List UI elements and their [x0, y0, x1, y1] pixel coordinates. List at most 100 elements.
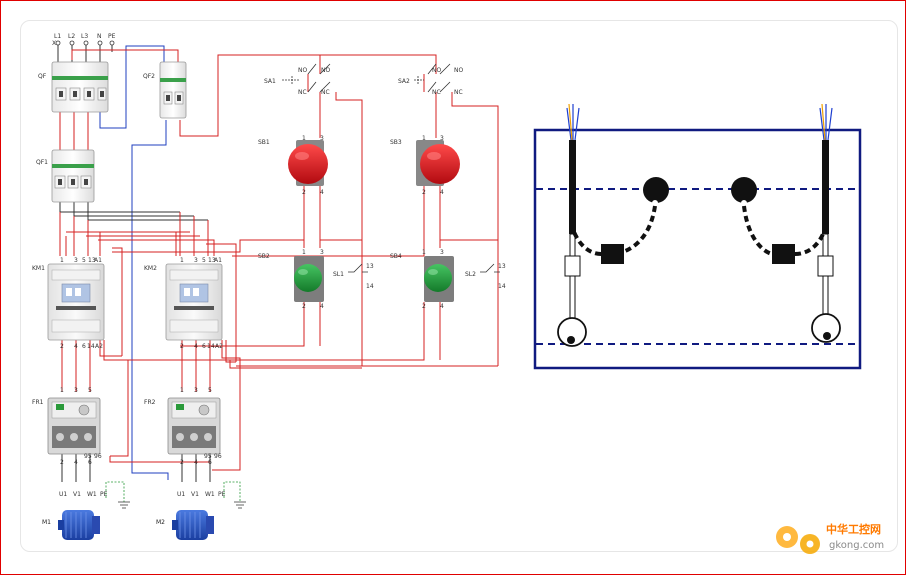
phase-label-l3: L3 [81, 33, 88, 40]
thermal-relay-fr2: 1 3 5 2 4 6 95 96 FR2 [144, 387, 222, 466]
float-switch-sl2: SL2 13 14 [465, 263, 506, 290]
button-sb1-label: SB1 [258, 139, 270, 146]
button-sb1: SB1 1 3 2 4 [258, 135, 328, 196]
fr1-terminal-95: 95 [84, 453, 92, 460]
start-button-green-icon [424, 264, 452, 292]
motor-m2-label: M2 [156, 519, 165, 526]
terminal-l3 [83, 40, 89, 46]
thermal-relay-fr2-label: FR2 [144, 399, 156, 406]
m2-terminal-v1: V1 [191, 491, 199, 498]
fr2-terminal-96: 96 [214, 453, 222, 460]
contactor-km1: 1 3 5 13 A1 2 4 6 14 A2 KM1 [32, 257, 105, 350]
fr2-terminal-3: 3 [194, 387, 198, 394]
km2-terminal-4: 4 [194, 343, 198, 350]
terminal-n [97, 40, 103, 46]
thermal-relay-fr1-label: FR1 [32, 399, 44, 406]
fr1-terminal-6: 6 [88, 459, 92, 466]
terminal-l1 [55, 40, 61, 46]
supply-x-marker: X [52, 40, 56, 47]
left-level-probe [557, 103, 669, 347]
contactor-km2-label: KM2 [144, 265, 157, 272]
km1-terminal-1: 1 [60, 257, 64, 264]
phase-label-l1: L1 [54, 33, 61, 40]
sb2-terminal-1: 1 [302, 249, 306, 256]
power-wiring [57, 45, 498, 482]
phase-label-pe: PE [108, 33, 116, 40]
sa2-nc-2: NC [454, 89, 463, 96]
fr1-terminal-5: 5 [88, 387, 92, 394]
fr1-terminal-2: 2 [60, 459, 64, 466]
float-ball-left-icon [643, 177, 669, 203]
m1-terminal-pe: PE [100, 491, 108, 498]
km2-terminal-1: 1 [180, 257, 184, 264]
switch-sa2-label: SA2 [398, 78, 410, 85]
km2-terminal-6: 6 [202, 343, 206, 350]
fr1-terminal-3: 3 [74, 387, 78, 394]
km1-terminal-2: 2 [60, 343, 64, 350]
button-sb3-label: SB3 [390, 139, 402, 146]
fr2-terminal-1: 1 [180, 387, 184, 394]
float-switch-sl2-label: SL2 [465, 271, 476, 278]
stop-button-red-icon [288, 144, 328, 184]
km1-coil-a1: A1 [94, 257, 102, 264]
m1-terminal-u1: U1 [59, 491, 67, 498]
watermark-text-cn: 中华工控网 [826, 522, 881, 536]
start-button-green-icon [294, 264, 322, 292]
right-level-probe [731, 103, 841, 343]
fr2-terminal-6: 6 [208, 459, 212, 466]
counterweight-right [772, 244, 795, 264]
watermark-logo: 中华工控网 gkong.com [776, 522, 884, 554]
sb3-terminal-2: 2 [422, 189, 426, 196]
contactor-km1-label: KM1 [32, 265, 45, 272]
motor-m1-label: M1 [42, 519, 51, 526]
fr2-terminal-4: 4 [194, 459, 198, 466]
sa1-nc-1: NC [298, 89, 307, 96]
sb4-terminal-2: 2 [422, 303, 426, 310]
km2-terminal-14: 14 [207, 343, 215, 350]
breaker-qf1: QF1 [36, 149, 95, 203]
button-sb2-label: SB2 [258, 253, 270, 260]
thermal-relay-fr1: 1 3 5 2 4 6 95 96 FR1 [32, 387, 102, 466]
power-supply: L1 L2 L3 N PE X [52, 33, 116, 47]
sb1-terminal-2: 2 [302, 189, 306, 196]
m2-terminal-u1: U1 [177, 491, 185, 498]
sb3-terminal-4: 4 [440, 189, 444, 196]
sb3-terminal-1: 1 [422, 135, 426, 142]
motor-m2: U1 V1 W1 PE M2 [156, 481, 246, 540]
water-tank-diagram [533, 103, 862, 370]
breaker-qf2: QF2 [143, 61, 187, 119]
sa1-no-2: NO [321, 67, 330, 74]
m1-terminal-w1: W1 [87, 491, 97, 498]
km1-terminal-6: 6 [82, 343, 86, 350]
m2-terminal-w1: W1 [205, 491, 215, 498]
switch-sa1: SA1 NO NO NC NC [264, 63, 330, 96]
button-sb2: SB2 1 3 2 4 [258, 249, 324, 310]
km2-coil-a2: A2 [215, 343, 223, 350]
sl2-terminal-13: 13 [498, 263, 506, 270]
sb2-terminal-4: 4 [320, 303, 324, 310]
m1-terminal-v1: V1 [73, 491, 81, 498]
m2-terminal-pe: PE [218, 491, 226, 498]
sa1-nc-2: NC [321, 89, 330, 96]
sl1-terminal-13: 13 [366, 263, 374, 270]
km1-terminal-4: 4 [74, 343, 78, 350]
km2-terminal-13: 13 [208, 257, 216, 264]
sb1-terminal-4: 4 [320, 189, 324, 196]
km1-terminal-13: 13 [88, 257, 96, 264]
km2-coil-a1: A1 [214, 257, 222, 264]
float-switch-sl1: SL1 13 14 [333, 263, 374, 290]
sl2-terminal-14: 14 [498, 283, 506, 290]
contactor-km2: 1 3 5 13 A1 2 4 6 14 A2 KM2 [144, 257, 223, 350]
fr2-terminal-2: 2 [180, 459, 184, 466]
km1-terminal-5: 5 [82, 257, 86, 264]
watermark-url: gkong.com [829, 540, 884, 551]
km2-terminal-3: 3 [194, 257, 198, 264]
button-sb4: SB4 1 3 2 4 [390, 249, 454, 310]
fr2-terminal-95: 95 [204, 453, 212, 460]
sa2-no-1: NO [432, 67, 441, 74]
sb2-terminal-2: 2 [302, 303, 306, 310]
sb1-terminal-1: 1 [302, 135, 306, 142]
sb4-terminal-1: 1 [422, 249, 426, 256]
sb4-terminal-3: 3 [440, 249, 444, 256]
